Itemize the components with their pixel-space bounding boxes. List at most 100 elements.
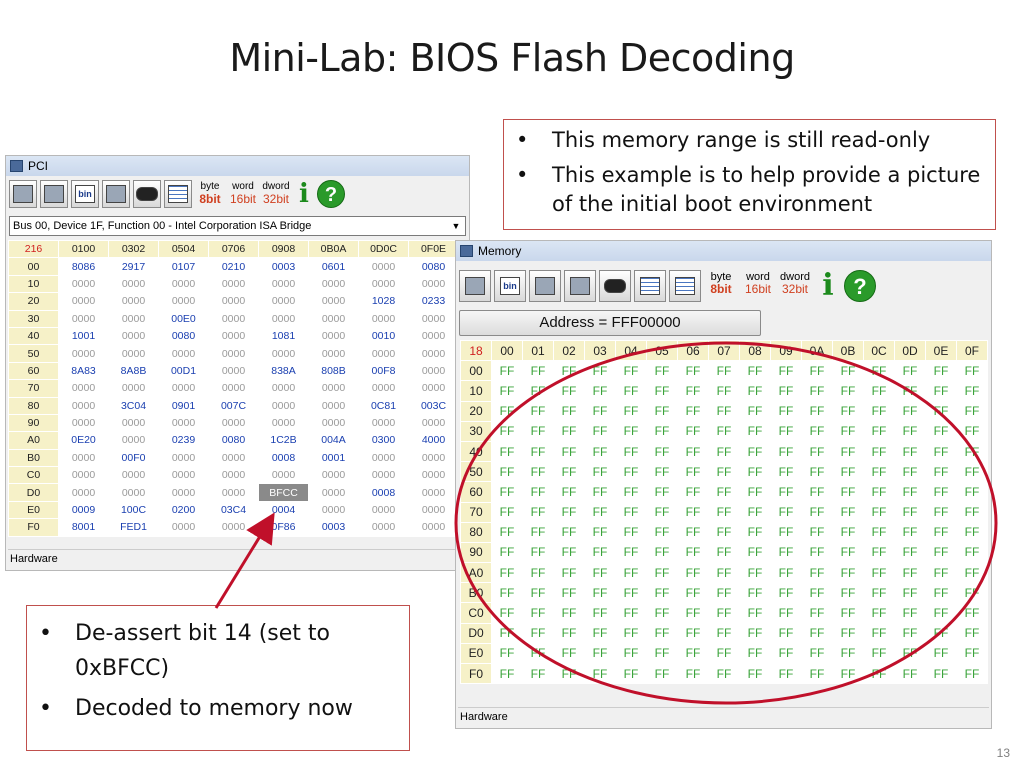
info-icon[interactable]: i [299,179,309,209]
memory-cell[interactable]: FF [646,360,678,382]
pci-cell[interactable]: 0000 [408,448,459,468]
pci-cell[interactable]: 0000 [308,466,359,485]
memory-cell[interactable]: FF [522,461,554,483]
memory-cell[interactable]: FF [553,562,585,584]
pci-cell[interactable]: 0000 [308,344,359,363]
memory-cell[interactable]: FF [739,461,771,483]
memory-cell[interactable]: FF [832,662,864,685]
memory-cell[interactable]: FF [801,501,833,523]
pci-cell[interactable]: 007C [208,396,259,415]
memory-cell[interactable]: FF [491,642,523,665]
memory-cell[interactable]: FF [956,400,988,422]
save-disk-icon[interactable] [9,180,37,208]
memory-cell[interactable]: FF [615,481,647,503]
memory-cell[interactable]: FF [832,380,864,402]
memory-cell[interactable]: FF [522,662,554,685]
pci-cell[interactable]: 0000 [358,448,409,468]
memory-cell[interactable]: FF [770,380,802,402]
memory-cell[interactable]: FF [646,662,678,685]
pci-cell[interactable]: 0000 [158,518,209,537]
pci-cell[interactable]: 0000 [258,466,309,485]
pci-cell[interactable]: 00D1 [158,361,209,381]
pci-cell[interactable]: 004A [308,431,359,450]
pci-device-select[interactable]: Bus 00, Device 1F, Function 00 - Intel C… [9,216,466,236]
pci-cell[interactable]: 0000 [208,448,259,468]
memory-cell[interactable]: FF [584,562,616,584]
memory-cell[interactable]: FF [801,562,833,584]
pci-cell[interactable]: 0000 [408,483,459,502]
memory-cell[interactable]: FF [863,420,895,442]
memory-cell[interactable]: FF [491,501,523,523]
pci-cell[interactable]: 0000 [408,413,459,433]
memory-cell[interactable]: FF [770,461,802,483]
help-icon[interactable]: ? [317,180,345,208]
memory-cell[interactable]: FF [522,501,554,523]
memory-cell[interactable]: FF [956,541,988,564]
memory-cell[interactable]: FF [615,622,647,644]
memory-cell[interactable]: FF [646,622,678,644]
memory-cell[interactable]: FF [491,521,523,543]
memory-cell[interactable]: FF [584,642,616,665]
memory-cell[interactable]: FF [770,582,802,604]
memory-cell[interactable]: FF [522,602,554,624]
pci-cell[interactable]: 0000 [208,344,259,363]
memory-cell[interactable]: FF [770,562,802,584]
memory-cell[interactable]: FF [522,642,554,665]
memory-cell[interactable]: FF [863,461,895,483]
memory-cell[interactable]: FF [925,501,957,523]
binary-view-icon[interactable]: bin [494,270,526,302]
pci-cell[interactable]: 0000 [358,466,409,485]
memory-cell[interactable]: FF [956,622,988,644]
memory-cell[interactable]: FF [615,400,647,422]
memory-cell[interactable]: FF [832,642,864,665]
memory-cell[interactable]: FF [553,662,585,685]
pci-cell[interactable]: 0000 [408,326,459,346]
memory-cell[interactable]: FF [677,582,709,604]
memory-cell[interactable]: FF [553,582,585,604]
memory-cell[interactable]: FF [646,420,678,442]
memory-cell[interactable]: FF [894,662,926,685]
memory-cell[interactable]: FF [553,420,585,442]
memory-cell[interactable]: FF [739,622,771,644]
memory-cell[interactable]: FF [832,400,864,422]
memory-cell[interactable]: FF [677,481,709,503]
memory-cell[interactable]: FF [770,360,802,382]
memory-cell[interactable]: FF [646,380,678,402]
pci-cell[interactable]: 0000 [58,448,109,468]
memory-cell[interactable]: FF [584,420,616,442]
pci-cell[interactable]: 0004 [258,500,309,520]
memory-cell[interactable]: FF [832,562,864,584]
pci-cell[interactable]: 0000 [208,518,259,537]
memory-window-titlebar[interactable]: Memory [456,241,991,261]
memory-cell[interactable]: FF [491,541,523,564]
memory-cell[interactable]: FF [925,602,957,624]
memory-cell[interactable]: FF [832,440,864,463]
memory-cell[interactable]: FF [708,541,740,564]
pci-cell[interactable]: 0000 [108,413,159,433]
pci-cell[interactable]: 0000 [308,413,359,433]
pci-cell[interactable]: 0008 [358,483,409,502]
pci-cell[interactable]: 0000 [58,466,109,485]
memory-cell[interactable]: FF [925,541,957,564]
memory-cell[interactable]: FF [584,440,616,463]
pci-cell[interactable]: 0000 [158,413,209,433]
memory-cell[interactable]: FF [553,541,585,564]
memory-cell[interactable]: FF [770,622,802,644]
memory-cell[interactable]: FF [522,521,554,543]
memory-cell[interactable]: FF [739,481,771,503]
memory-cell[interactable]: FF [894,541,926,564]
memory-cell[interactable]: FF [801,541,833,564]
pci-cell[interactable]: 0000 [408,379,459,398]
pci-cell[interactable]: 100C [108,500,159,520]
memory-cell[interactable]: FF [584,521,616,543]
memory-cell[interactable]: FF [925,642,957,665]
memory-cell[interactable]: FF [615,602,647,624]
memory-cell[interactable]: FF [708,380,740,402]
memory-cell[interactable]: FF [863,642,895,665]
memory-cell[interactable]: FF [894,400,926,422]
pci-cell[interactable]: 0000 [408,274,459,294]
memory-cell[interactable]: FF [894,582,926,604]
memory-cell[interactable]: FF [925,420,957,442]
pci-cell[interactable]: 0000 [308,292,359,311]
memory-cell[interactable]: FF [522,380,554,402]
